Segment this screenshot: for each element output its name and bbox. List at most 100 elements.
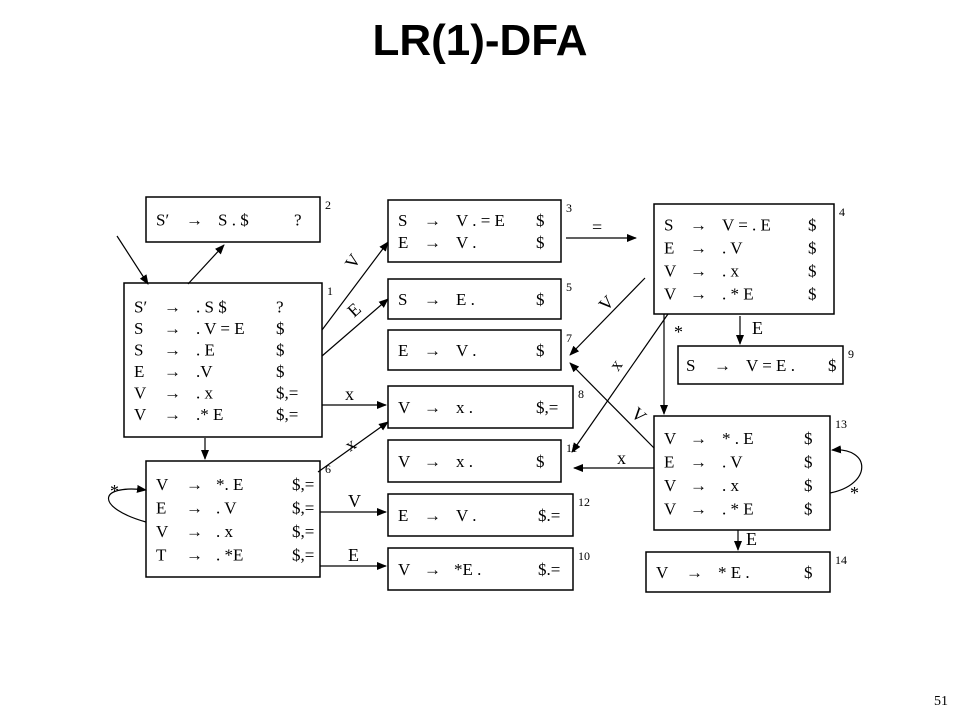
arrow-icon: → <box>186 545 203 564</box>
item-rhs: V = E . <box>746 356 795 375</box>
state-7: E→V .$7 <box>387 329 572 371</box>
lr-item: V→. * E$ <box>664 285 817 304</box>
arrow-icon: → <box>164 362 181 381</box>
item-lookahead: $ <box>536 233 545 252</box>
lr-item: T→. *E$,= <box>156 545 314 564</box>
item-rhs: V = . E <box>722 216 771 235</box>
transition-1-5: E <box>321 298 389 357</box>
state-box <box>387 547 574 591</box>
item-rhs: * E . <box>718 563 750 582</box>
lr-item: E→V .$ <box>398 233 545 252</box>
transition-arrow <box>829 445 863 494</box>
item-rhs: V . = E <box>456 211 505 230</box>
arrow-icon: → <box>690 429 707 448</box>
lr-item: V→*. E$,= <box>156 475 314 494</box>
lr-item: E→. V$ <box>664 239 817 258</box>
item-rhs: x . <box>456 452 473 471</box>
lr-item: V→. x$,= <box>156 522 314 541</box>
item-lhs: S <box>134 340 143 359</box>
item-rhs: .V <box>196 362 213 381</box>
state-number: 12 <box>578 495 590 509</box>
transition-3-4: = <box>566 217 637 242</box>
item-lookahead: $,= <box>276 383 298 402</box>
item-lhs: V <box>134 405 147 424</box>
transition-label: = <box>592 217 602 237</box>
transition-6-8: x <box>317 421 389 473</box>
transition-13-13: * <box>829 445 863 503</box>
transition-label: V <box>341 250 365 272</box>
lr-item: V→.* E$,= <box>134 405 298 424</box>
item-rhs: . x <box>722 476 740 495</box>
transition-label: E <box>746 529 757 549</box>
state-box <box>653 203 835 315</box>
transition-label: * <box>674 322 683 342</box>
item-lhs: V <box>398 452 411 471</box>
state-9: S→V = E .$9 <box>677 345 854 385</box>
state-14: V→* E .$14 <box>645 551 847 593</box>
transition-label: * <box>110 481 119 501</box>
item-lookahead: $.= <box>538 506 560 525</box>
state-10: V→*E .$.=10 <box>387 547 590 591</box>
item-lookahead: $ <box>536 341 545 360</box>
item-lhs: V <box>156 475 169 494</box>
transition-arrow <box>569 362 655 449</box>
item-lhs: V <box>664 285 677 304</box>
item-lhs: V <box>664 429 677 448</box>
item-rhs: . x <box>722 262 740 281</box>
item-lookahead: $ <box>828 356 837 375</box>
state-number: 5 <box>566 280 572 294</box>
item-lookahead: $ <box>536 452 545 471</box>
state-number: 4 <box>839 205 845 219</box>
lr-item: V→* E .$ <box>656 563 813 582</box>
page-number: 51 <box>934 694 948 709</box>
item-lhs: S′ <box>156 211 169 230</box>
arrow-icon: → <box>186 475 203 494</box>
arrow-icon: → <box>690 452 707 471</box>
arrow-icon: → <box>690 239 707 258</box>
state-number: 13 <box>835 417 847 431</box>
item-rhs: . V <box>722 239 743 258</box>
arrow-icon: → <box>690 262 707 281</box>
item-lookahead: $ <box>804 452 813 471</box>
item-lookahead: $ <box>536 290 545 309</box>
lr-item: V→. x$ <box>664 476 813 495</box>
state-5: S→E .$5 <box>387 278 572 320</box>
state-box <box>653 415 831 531</box>
arrow-icon: → <box>424 560 441 579</box>
lr-item: V→. x$ <box>664 262 817 281</box>
item-lhs: V <box>134 383 147 402</box>
arrow-icon: → <box>164 383 181 402</box>
transition-arrow <box>321 298 389 357</box>
transition-4-13: * <box>660 314 683 415</box>
item-lookahead: $ <box>276 340 285 359</box>
item-lookahead: ? <box>276 297 284 316</box>
item-rhs: .* E <box>196 405 223 424</box>
state-number: 3 <box>566 201 572 215</box>
arrow-icon: → <box>690 216 707 235</box>
item-lhs: E <box>398 506 408 525</box>
item-lhs: E <box>398 341 408 360</box>
item-rhs: * . E <box>722 429 754 448</box>
transition-label: x <box>617 448 626 468</box>
lr-item: V→. x$,= <box>134 383 298 402</box>
lr-item: E→. V$ <box>664 452 813 471</box>
item-lhs: S <box>398 211 407 230</box>
transition-label: E <box>752 318 763 338</box>
start-arrow <box>116 235 149 285</box>
lr-item: V→x .$,= <box>398 398 558 417</box>
arrow-icon: → <box>164 319 181 338</box>
item-lhs: V <box>664 262 677 281</box>
item-rhs: *E . <box>454 560 481 579</box>
state-box <box>387 493 574 537</box>
state-12: E→V .$.=12 <box>387 493 590 537</box>
item-rhs: . x <box>216 522 234 541</box>
transition-label: * <box>850 483 859 503</box>
item-lhs: S <box>686 356 695 375</box>
state-13: V→* . E$E→. V$V→. x$V→. * E$13 <box>653 415 847 531</box>
item-lookahead: $,= <box>292 522 314 541</box>
item-lhs: S <box>134 319 143 338</box>
arrow-icon: → <box>424 452 441 471</box>
transition-arrow <box>317 421 389 473</box>
item-lhs: V <box>656 563 669 582</box>
transition-label: V <box>627 403 650 427</box>
